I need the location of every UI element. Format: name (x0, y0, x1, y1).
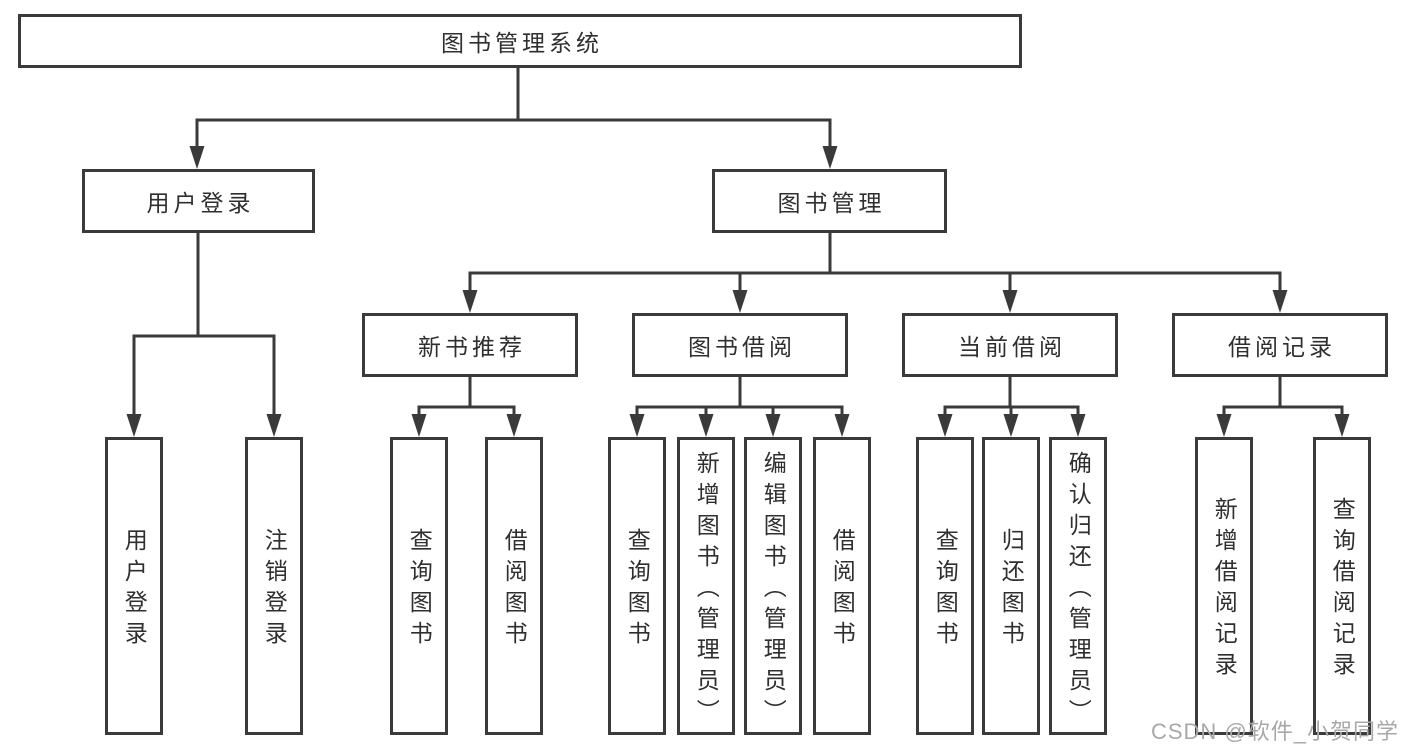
leaf-logout: 注销登录 (245, 437, 303, 735)
leaf-add-book-admin: 新增图书（管理员） (677, 437, 735, 735)
node-label: 图书借阅 (688, 334, 796, 360)
node-label: 查询借阅记录 (1329, 497, 1356, 683)
node-current-borrowing: 当前借阅 (902, 313, 1118, 377)
node-label: 确认归还（管理员） (1065, 450, 1092, 730)
node-label: 注销登录 (261, 528, 288, 652)
node-label: 当前借阅 (958, 334, 1066, 360)
leaf-borrow-books: 借阅图书 (813, 437, 871, 735)
node-label: 用户登录 (146, 190, 255, 216)
leaf-return-books: 归还图书 (982, 437, 1040, 735)
leaf-query-books-recommend: 查询图书 (390, 437, 448, 735)
node-label: 图书管理 (777, 190, 886, 216)
node-new-book-recommendation: 新书推荐 (362, 313, 578, 377)
watermark: CSDN @软件_小贺同学 (1150, 719, 1399, 744)
node-label: 借阅记录 (1228, 334, 1336, 360)
leaf-user-login: 用户登录 (105, 437, 163, 735)
leaf-confirm-return-admin: 确认归还（管理员） (1049, 437, 1107, 735)
leaf-query-books-borrowing: 查询图书 (608, 437, 666, 735)
node-library-management-system: 图书管理系统 (18, 14, 1022, 68)
node-label: 新书推荐 (418, 334, 526, 360)
node-label: 借阅图书 (829, 528, 856, 652)
node-label: 图书管理系统 (441, 30, 603, 56)
node-label: 新增图书（管理员） (693, 450, 720, 730)
node-label: 编辑图书（管理员） (760, 450, 787, 730)
node-label: 查询图书 (932, 528, 959, 652)
node-user-login: 用户登录 (82, 169, 315, 233)
node-label: 新增借阅记录 (1211, 497, 1238, 683)
node-label: 查询图书 (624, 528, 651, 652)
node-book-management: 图书管理 (712, 169, 947, 233)
leaf-query-borrow-record: 查询借阅记录 (1313, 437, 1371, 735)
node-label: 借阅图书 (501, 528, 528, 652)
node-book-borrowing: 图书借阅 (632, 313, 848, 377)
node-label: 查询图书 (406, 528, 433, 652)
node-label: 归还图书 (998, 528, 1025, 652)
arrowheads (126, 146, 1350, 437)
leaf-query-books-current: 查询图书 (916, 437, 974, 735)
node-borrowing-records: 借阅记录 (1172, 313, 1388, 377)
leaf-add-borrow-record: 新增借阅记录 (1195, 437, 1253, 735)
leaf-borrow-books-recommend: 借阅图书 (485, 437, 543, 735)
leaf-edit-book-admin: 编辑图书（管理员） (744, 437, 802, 735)
node-label: 用户登录 (121, 528, 148, 652)
